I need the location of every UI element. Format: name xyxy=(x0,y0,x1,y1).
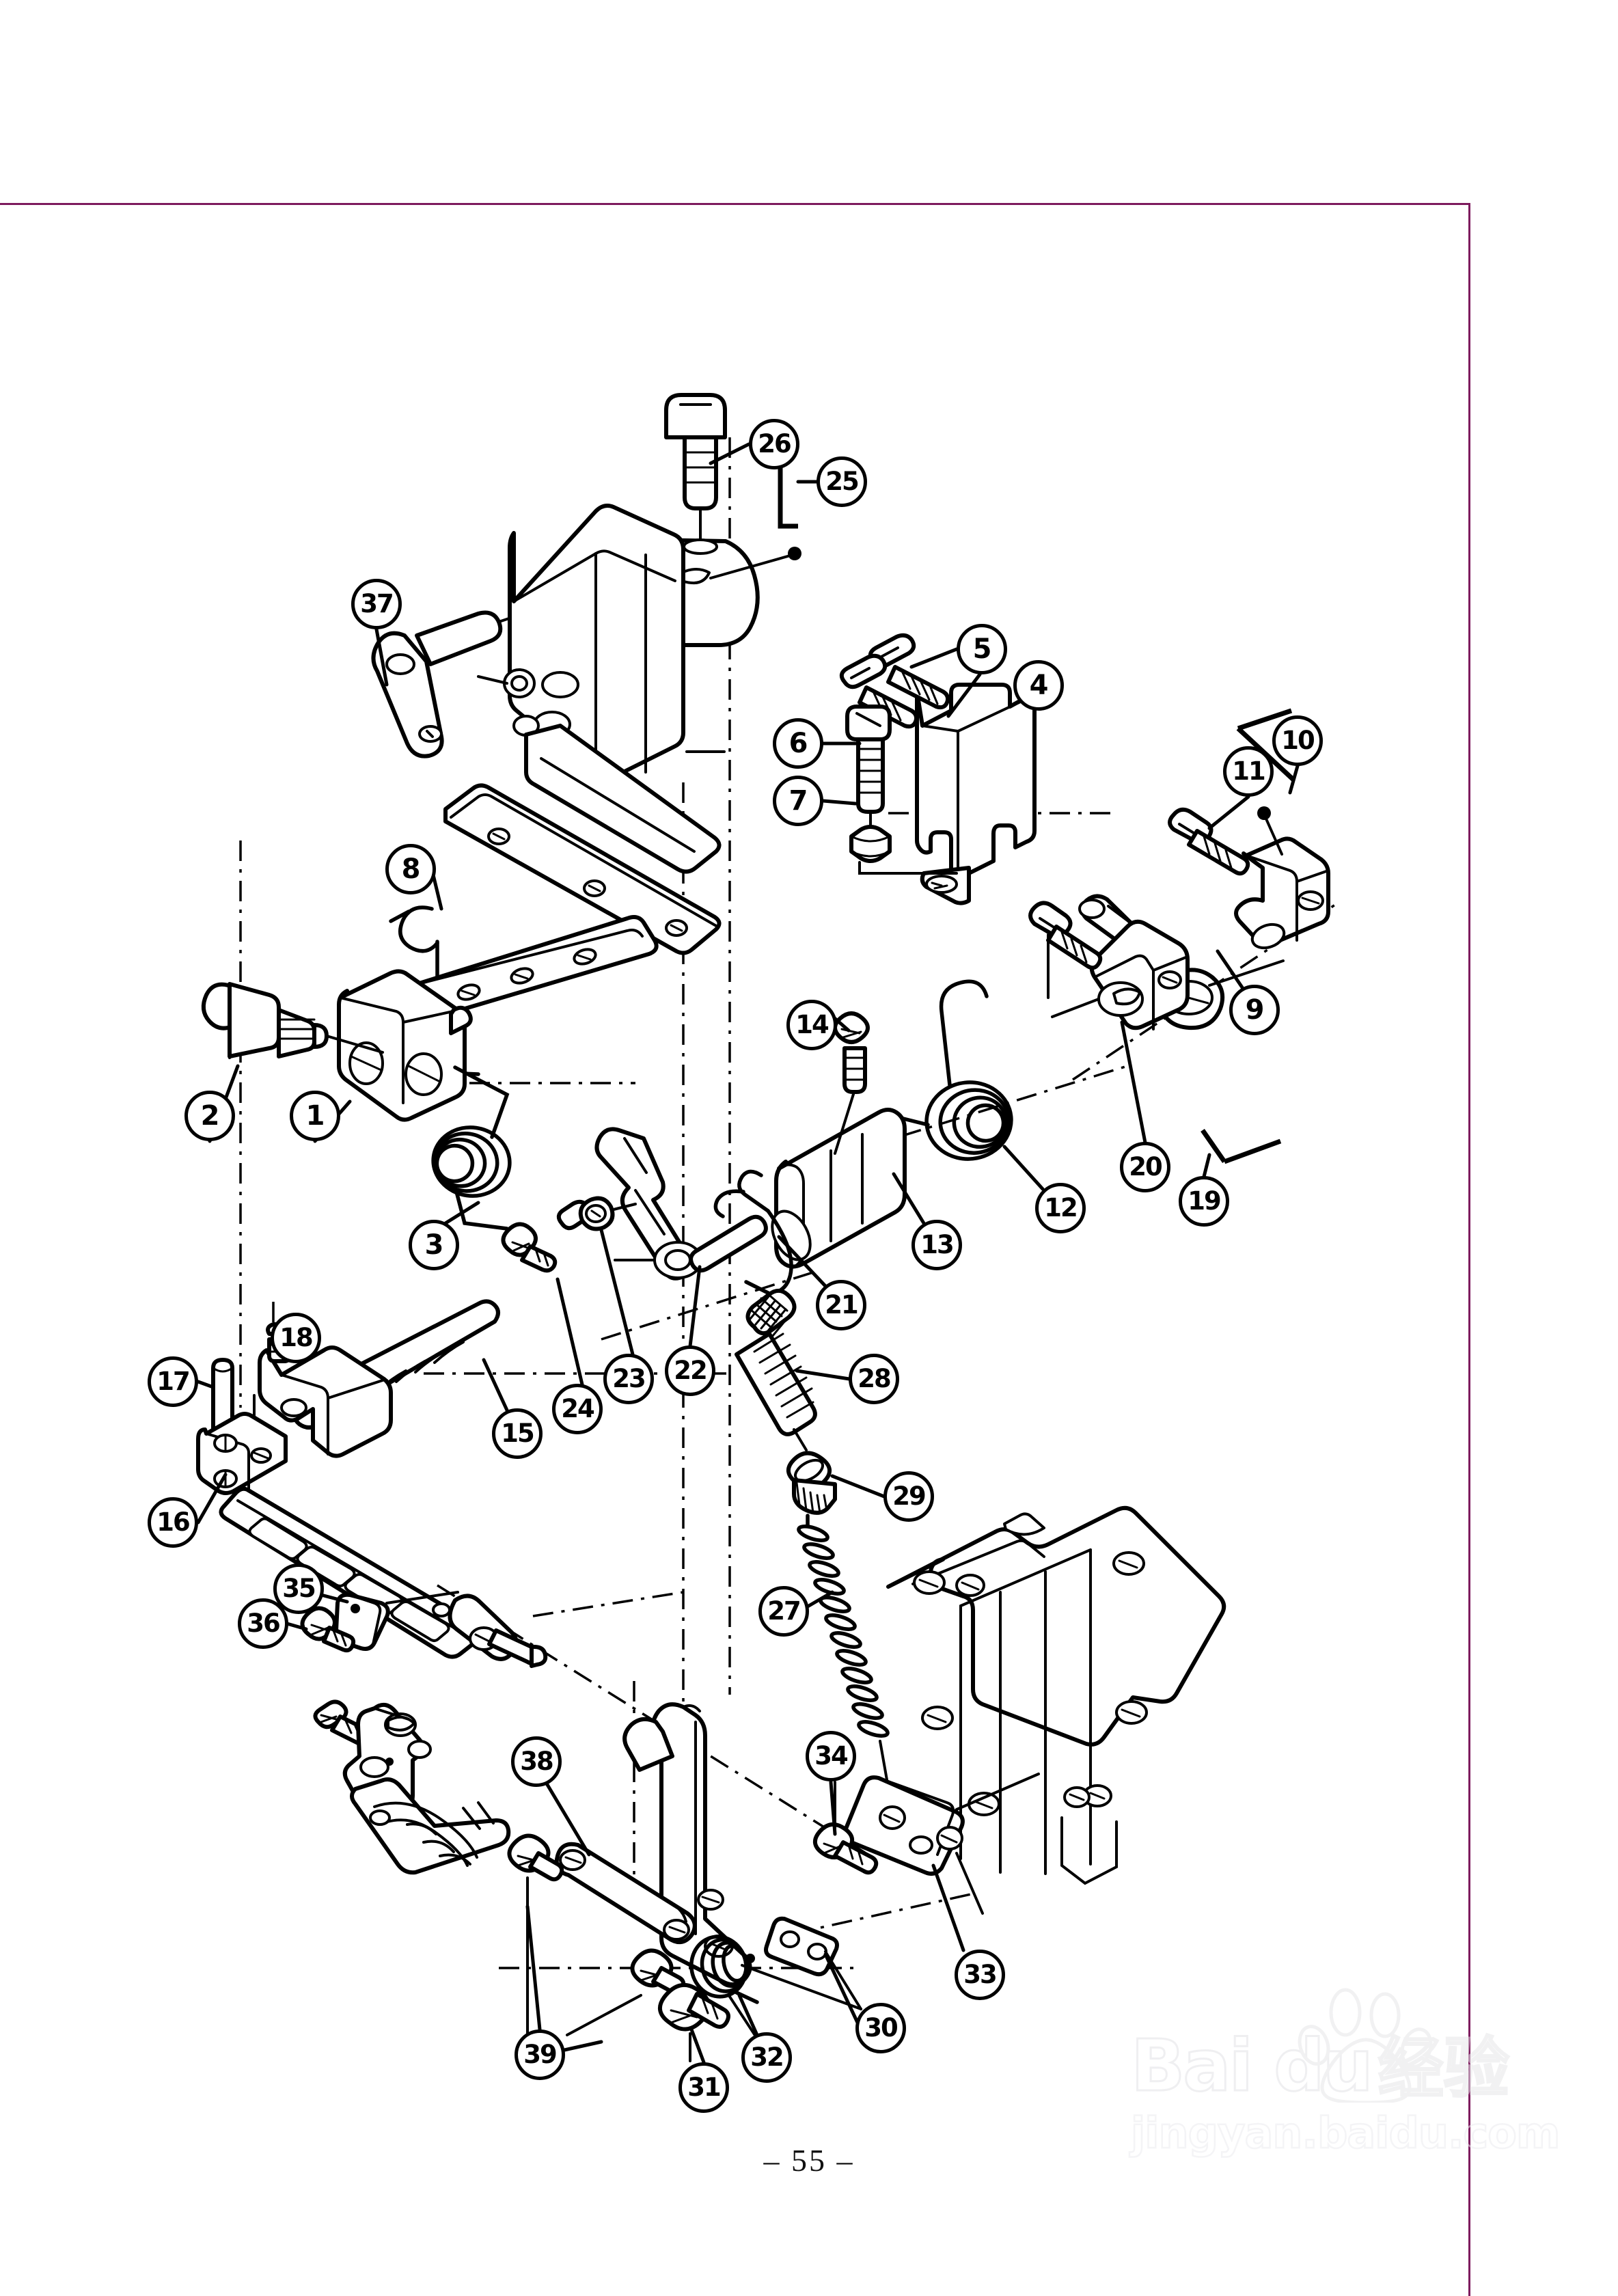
part-39-screw-a xyxy=(507,1833,564,2035)
callout-2[interactable]: 2 xyxy=(184,1091,235,1141)
part-20-screw xyxy=(1028,901,1103,999)
callout-8[interactable]: 8 xyxy=(385,844,436,894)
callout-12[interactable]: 12 xyxy=(1035,1183,1086,1233)
callout-36[interactable]: 36 xyxy=(238,1598,288,1649)
part-5-screws xyxy=(839,633,950,729)
callout-4[interactable]: 4 xyxy=(1013,660,1064,711)
callout-35[interactable]: 35 xyxy=(273,1563,324,1614)
callout-7[interactable]: 7 xyxy=(773,776,823,826)
part-38-lever-link xyxy=(554,1842,697,1944)
callout-26[interactable]: 26 xyxy=(749,419,799,469)
callout-6[interactable]: 6 xyxy=(773,718,823,769)
callout-22[interactable]: 22 xyxy=(665,1345,715,1396)
callout-34[interactable]: 34 xyxy=(806,1731,856,1781)
callout-30[interactable]: 30 xyxy=(855,2003,906,2053)
part-31-screw xyxy=(658,1983,730,2062)
callout-1[interactable]: 1 xyxy=(290,1091,340,1141)
callout-13[interactable]: 13 xyxy=(911,1220,962,1270)
callout-11[interactable]: 11 xyxy=(1223,746,1274,797)
callout-9[interactable]: 9 xyxy=(1229,985,1280,1035)
part-13-roller xyxy=(771,1108,907,1269)
part-10-clamp xyxy=(1234,806,1330,950)
part-36-screw xyxy=(300,1606,356,1653)
callout-14[interactable]: 14 xyxy=(786,1000,837,1050)
callout-25[interactable]: 25 xyxy=(817,456,867,507)
part-32-coil-spring xyxy=(689,1935,759,2038)
callout-29[interactable]: 29 xyxy=(883,1471,934,1522)
leader-lines xyxy=(196,435,1300,2064)
callout-32[interactable]: 32 xyxy=(741,2032,792,2083)
callout-20[interactable]: 20 xyxy=(1120,1142,1170,1192)
callout-3[interactable]: 3 xyxy=(409,1220,459,1270)
part-26-screw xyxy=(664,393,727,541)
part-7-nut xyxy=(849,825,958,875)
callout-15[interactable]: 15 xyxy=(492,1408,543,1459)
part-6-screw xyxy=(845,705,892,836)
callout-10[interactable]: 10 xyxy=(1272,715,1323,766)
part-33-plate xyxy=(842,1773,1040,1915)
part-2-shoulder-stud xyxy=(201,982,384,1059)
part-37-lever xyxy=(371,607,541,758)
machine-head-casting xyxy=(886,1505,1226,1885)
part-3-torsion-spring xyxy=(431,1065,512,1231)
callout-38[interactable]: 38 xyxy=(511,1736,562,1787)
part-24-screw xyxy=(501,1222,558,1273)
page-number: – 55 – xyxy=(763,2143,855,2178)
knurl-pattern xyxy=(749,1292,793,1338)
callout-17[interactable]: 17 xyxy=(148,1356,198,1407)
part-16-feed-bar xyxy=(196,1412,548,1668)
callout-27[interactable]: 27 xyxy=(758,1586,809,1637)
main-bracket-upper xyxy=(443,504,726,955)
callout-37[interactable]: 37 xyxy=(351,579,402,629)
part-22-lever-plate xyxy=(594,1127,768,1281)
callout-21[interactable]: 21 xyxy=(816,1280,866,1330)
callout-24[interactable]: 24 xyxy=(552,1384,603,1434)
part-28-adjust-screw xyxy=(735,1288,817,1451)
part-1-bushing-block xyxy=(337,969,473,1122)
part-29-knurled-nut xyxy=(786,1451,837,1515)
part-15-feed-shaft xyxy=(253,1299,500,1458)
callout-16[interactable]: 16 xyxy=(148,1497,198,1548)
part-12-torsion-spring xyxy=(879,979,1013,1161)
callout-19[interactable]: 19 xyxy=(1179,1176,1229,1227)
callout-39[interactable]: 39 xyxy=(515,2030,565,2080)
part-4-guide-block xyxy=(915,683,1037,905)
part-30-small-plate xyxy=(764,1916,862,2010)
callout-23[interactable]: 23 xyxy=(603,1354,654,1404)
part-23-screw xyxy=(556,1196,637,1231)
presser-foot-assembly xyxy=(313,1699,511,1875)
part-11-screw xyxy=(1168,807,1250,876)
callout-28[interactable]: 28 xyxy=(849,1354,899,1404)
callout-18[interactable]: 18 xyxy=(271,1313,321,1363)
callout-5[interactable]: 5 xyxy=(957,624,1007,674)
callout-31[interactable]: 31 xyxy=(678,2062,729,2113)
part-34-screw xyxy=(813,1781,879,1875)
part-20-eccentric xyxy=(1051,919,1190,1030)
callout-33[interactable]: 33 xyxy=(955,1950,1005,2000)
